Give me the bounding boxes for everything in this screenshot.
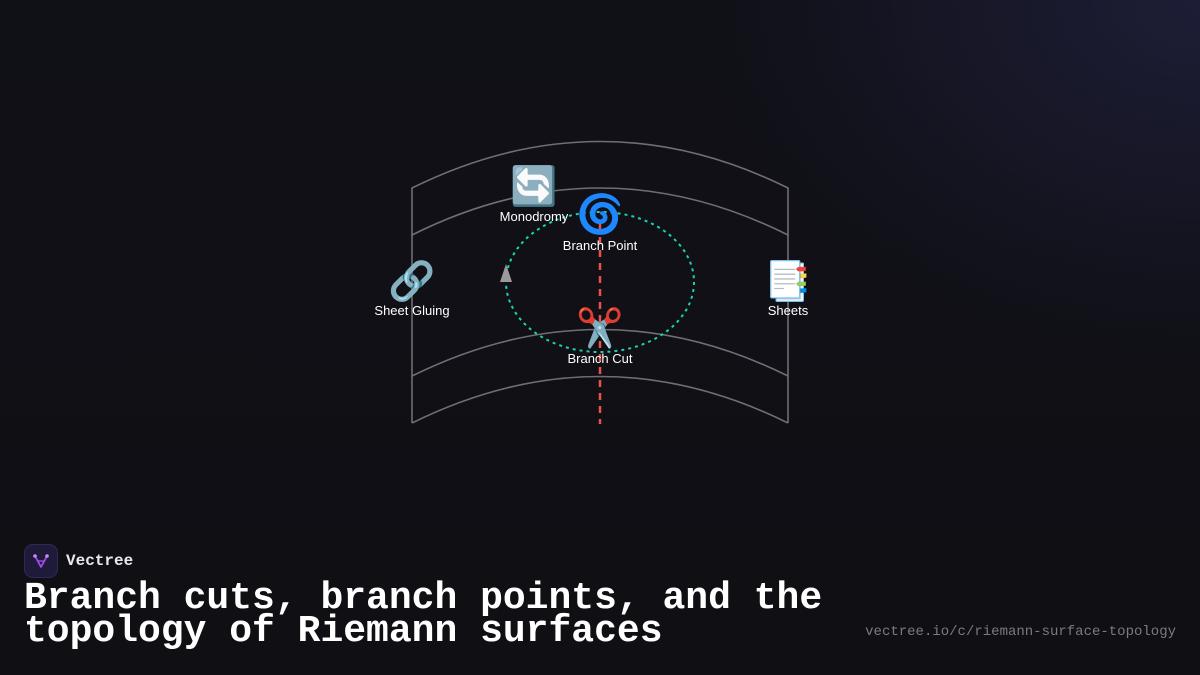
scissors-icon: ✂️ [576,305,623,350]
link-icon: 🔗 [388,258,435,304]
branch-point-label: Branch Point [563,238,638,253]
sheet-gluing-label: Sheet Gluing [374,303,449,318]
vectree-logo-icon [24,544,58,578]
sheets-label: Sheets [768,303,809,318]
lower-sheet-bottom-curve [411,375,789,424]
brand: Vectree [24,544,133,578]
monodromy-label: Monodromy [500,209,569,224]
loop-direction-arrow [500,264,512,282]
page-title: Branch cuts, branch points, and the topo… [24,577,823,653]
refresh-arrows-icon: 🔄 [510,164,557,208]
cyclone-icon: 🌀 [576,191,623,236]
brand-name: Vectree [66,552,134,570]
source-url: vectree.io/c/riemann-surface-topology [865,624,1176,640]
bookmark-tabs-icon: 📑 [764,259,811,303]
monodromy-loop [505,211,695,353]
branch-cut-label: Branch Cut [567,351,632,366]
